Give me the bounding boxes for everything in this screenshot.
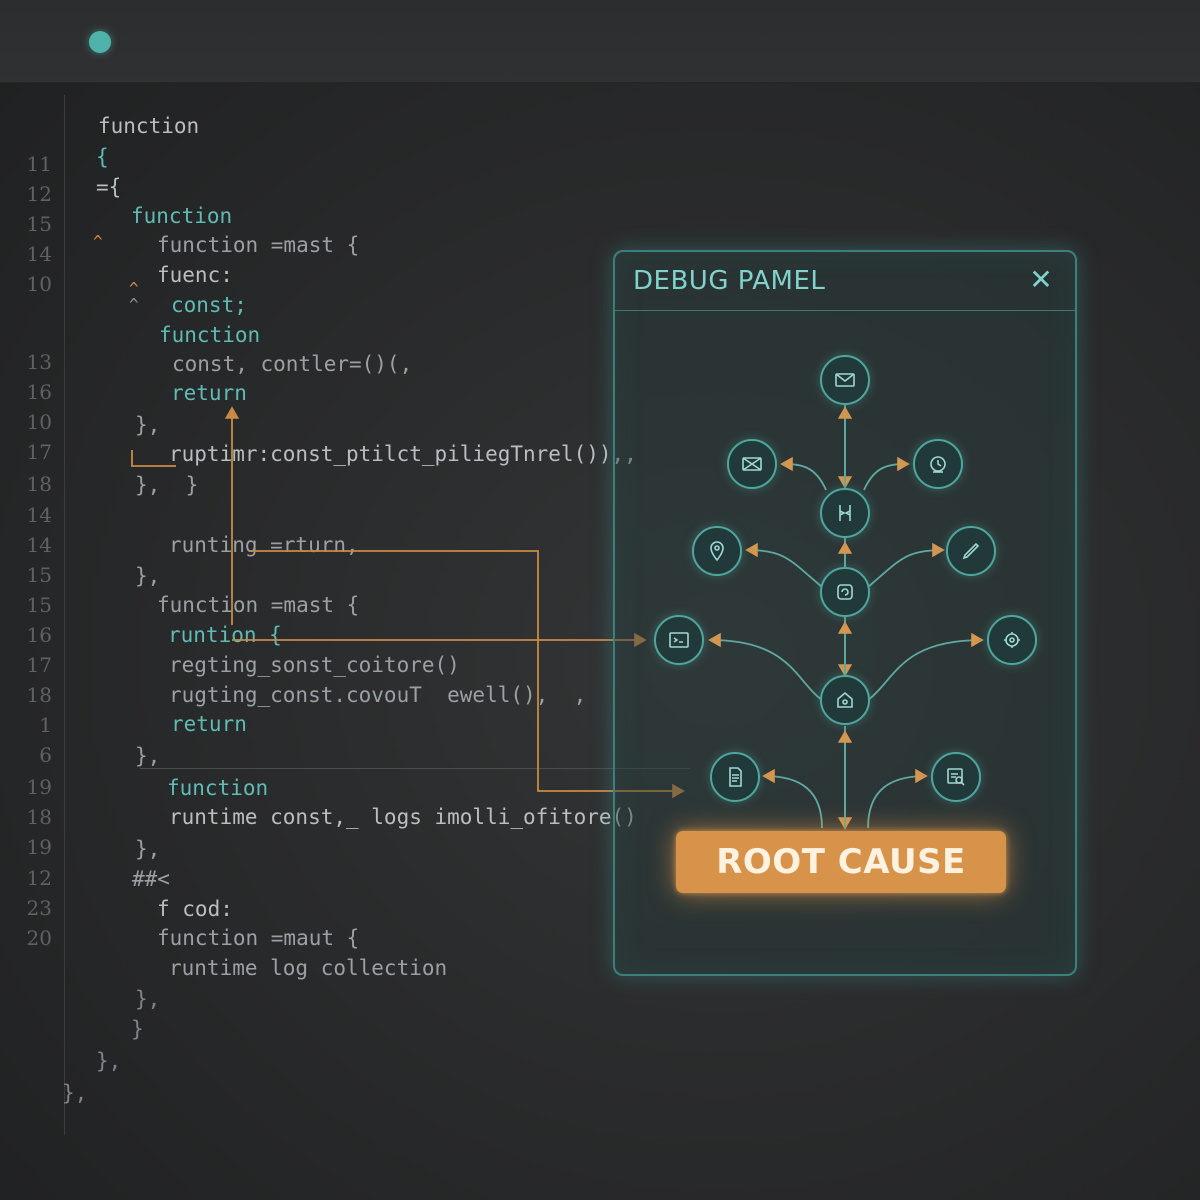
line-number: 19 (26, 835, 52, 859)
graph-edge (780, 456, 827, 491)
code-line: ##< (132, 867, 170, 891)
code-line: function =mast { (157, 233, 360, 257)
code-line: }, (96, 1049, 122, 1073)
code-line: runting =rturn, (169, 533, 359, 557)
code-line: runtion { (168, 623, 282, 647)
code-line: f cod: (157, 897, 233, 921)
status-dot-icon (89, 31, 111, 53)
fold-caret-icon[interactable]: ^ (93, 232, 103, 251)
line-number: 20 (26, 926, 52, 950)
image-icon[interactable] (727, 439, 777, 489)
line-number: 11 (26, 152, 52, 176)
code-line: function (159, 323, 261, 347)
home-icon[interactable] (820, 675, 870, 725)
graph-edge (867, 542, 945, 588)
code-line: }, (135, 564, 161, 588)
line-number: 12 (26, 182, 52, 206)
pencil-icon[interactable] (946, 526, 996, 576)
timer-icon[interactable] (913, 439, 963, 489)
code-line: function (98, 114, 200, 138)
location-icon[interactable] (692, 526, 742, 576)
code-line: function (167, 776, 269, 800)
graph-edge (708, 632, 823, 701)
code-line: { (96, 145, 109, 169)
line-number: 18 (26, 805, 52, 829)
line-number: 12 (26, 866, 52, 890)
code-line: runtime const,_ logs imolli_ofitore() (169, 805, 637, 829)
line-number: 23 (26, 896, 52, 920)
terminal-icon[interactable] (654, 615, 704, 665)
code-line: }, (62, 1081, 88, 1105)
code-editor[interactable]: function { ={ function function =mast { … (0, 0, 700, 1200)
code-line: } (131, 1017, 144, 1041)
line-number: 16 (26, 623, 52, 647)
line-number: 17 (26, 440, 52, 464)
gutter-divider (64, 95, 65, 1135)
graph-edge (863, 456, 910, 491)
line-number: 15 (26, 593, 52, 617)
debug-panel-title: DEBUG PAMEL (633, 266, 826, 296)
line-number: 18 (26, 683, 52, 707)
code-line: ={ (96, 175, 122, 199)
code-line: }, } (135, 473, 199, 497)
code-line: rugting_const.covouT ewell(), , (169, 683, 587, 707)
code-separator (140, 768, 690, 769)
file-icon[interactable] (710, 752, 760, 802)
inspect-icon[interactable] (931, 752, 981, 802)
fold-caret-icon[interactable]: ^ (129, 279, 139, 298)
code-line: return (171, 381, 247, 405)
code-line: function (131, 204, 233, 228)
fold-caret-icon[interactable]: ^ (129, 295, 139, 314)
mail-icon[interactable] (820, 355, 870, 405)
code-line: fuenc: (157, 263, 233, 287)
refresh-icon[interactable] (820, 567, 870, 617)
trace-line (250, 550, 685, 799)
line-number: 15 (26, 212, 52, 236)
line-number: 18 (26, 472, 52, 496)
line-number: 14 (26, 242, 52, 266)
close-icon[interactable]: ✕ (1029, 263, 1053, 296)
code-line: ruptimr:const_ptilct_piliegTnrel()),, (169, 442, 637, 466)
code-line: runtime log collection (169, 956, 448, 980)
root-cause-button[interactable]: ROOT CAUSE (676, 831, 1006, 893)
code-line: const; (171, 293, 247, 317)
code-line: return (171, 712, 247, 736)
code-line: }, (135, 987, 161, 1011)
line-number: 17 (26, 653, 52, 677)
line-number: 14 (26, 503, 52, 527)
graph-edge (745, 542, 823, 588)
line-number: 15 (26, 563, 52, 587)
graph-edge (867, 768, 928, 829)
code-line: function =maut { (157, 926, 360, 950)
graph-edge (867, 632, 984, 701)
code-line: regting_sonst_coitore() (169, 653, 460, 677)
line-number: 10 (26, 410, 52, 434)
code-line: }, (135, 837, 161, 861)
code-line: const, contler=()(, (172, 352, 413, 376)
line-number: 14 (26, 533, 52, 557)
code-line: }, (135, 744, 161, 768)
line-number: 6 (39, 743, 52, 767)
settings-icon[interactable] (987, 615, 1037, 665)
debug-panel-header: DEBUG PAMEL ✕ (615, 252, 1075, 311)
line-number: 19 (26, 775, 52, 799)
trace-line (131, 450, 176, 467)
line-number: 13 (26, 350, 52, 374)
line-number-gutter: 11 12 15 14 10 13 16 10 17 18 14 14 15 1… (0, 0, 66, 1200)
code-line: function =mast { (157, 593, 360, 617)
graph-edge (762, 768, 823, 829)
line-number: 1 (39, 713, 52, 737)
network-icon[interactable] (820, 488, 870, 538)
line-number: 16 (26, 380, 52, 404)
line-number: 10 (26, 272, 52, 296)
window-title-bar (0, 0, 1200, 83)
code-line: }, (135, 413, 161, 437)
